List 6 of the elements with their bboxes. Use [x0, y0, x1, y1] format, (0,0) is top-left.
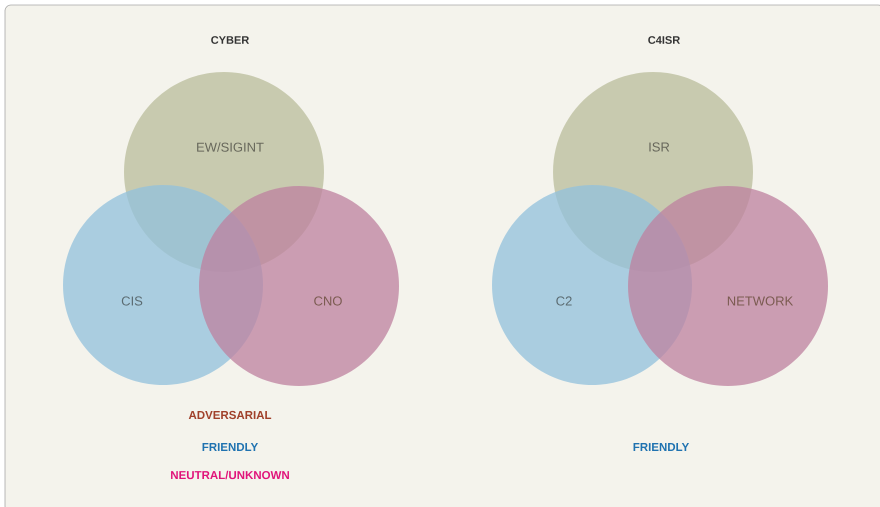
heading: FRIENDLY	[634, 443, 690, 451]
heading: C4ISR	[648, 36, 680, 44]
heading: ADVERSARIAL	[188, 410, 272, 420]
heading: CYBER	[211, 36, 250, 44]
heading: NEUTRAL/UNKNOWN	[171, 470, 289, 480]
heading: FRIENDLY	[202, 443, 258, 451]
